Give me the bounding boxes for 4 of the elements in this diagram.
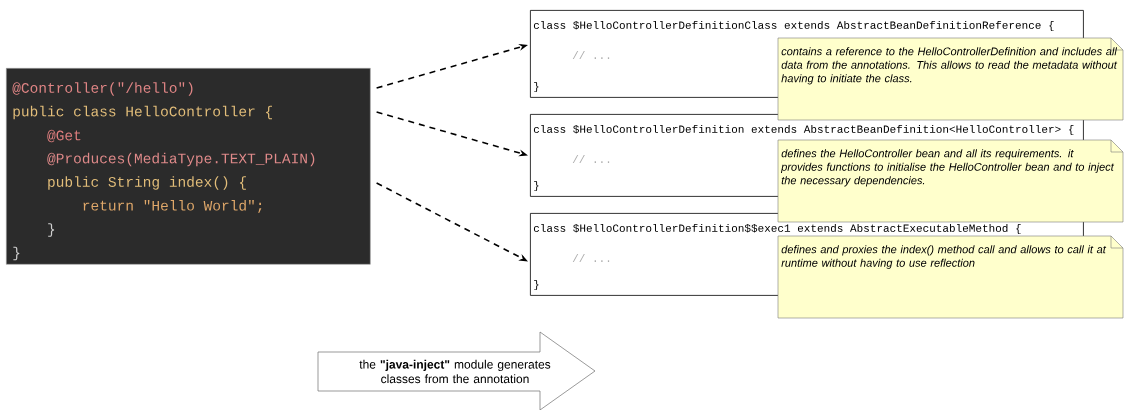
note: defines the HelloController bean and all its requirements. it provides functions to initialise the HelloController bean and to inject the necessary dependencies. xyxy=(777,139,1124,223)
note: defines and proxies the index() method call and allows to call it at runtime without having to use reflection xyxy=(777,235,1124,319)
note: contains a reference to the HelloControllerDefinition and includes all data from the annotations. This allows to read the metadata without having to initiate the class. xyxy=(777,37,1124,121)
code-block: @Controller("/hello") public class HelloController { @Get @Produces(MediaType.TEXT_PLAIN) public String index() { return "Hello World"; } } xyxy=(6,68,371,265)
